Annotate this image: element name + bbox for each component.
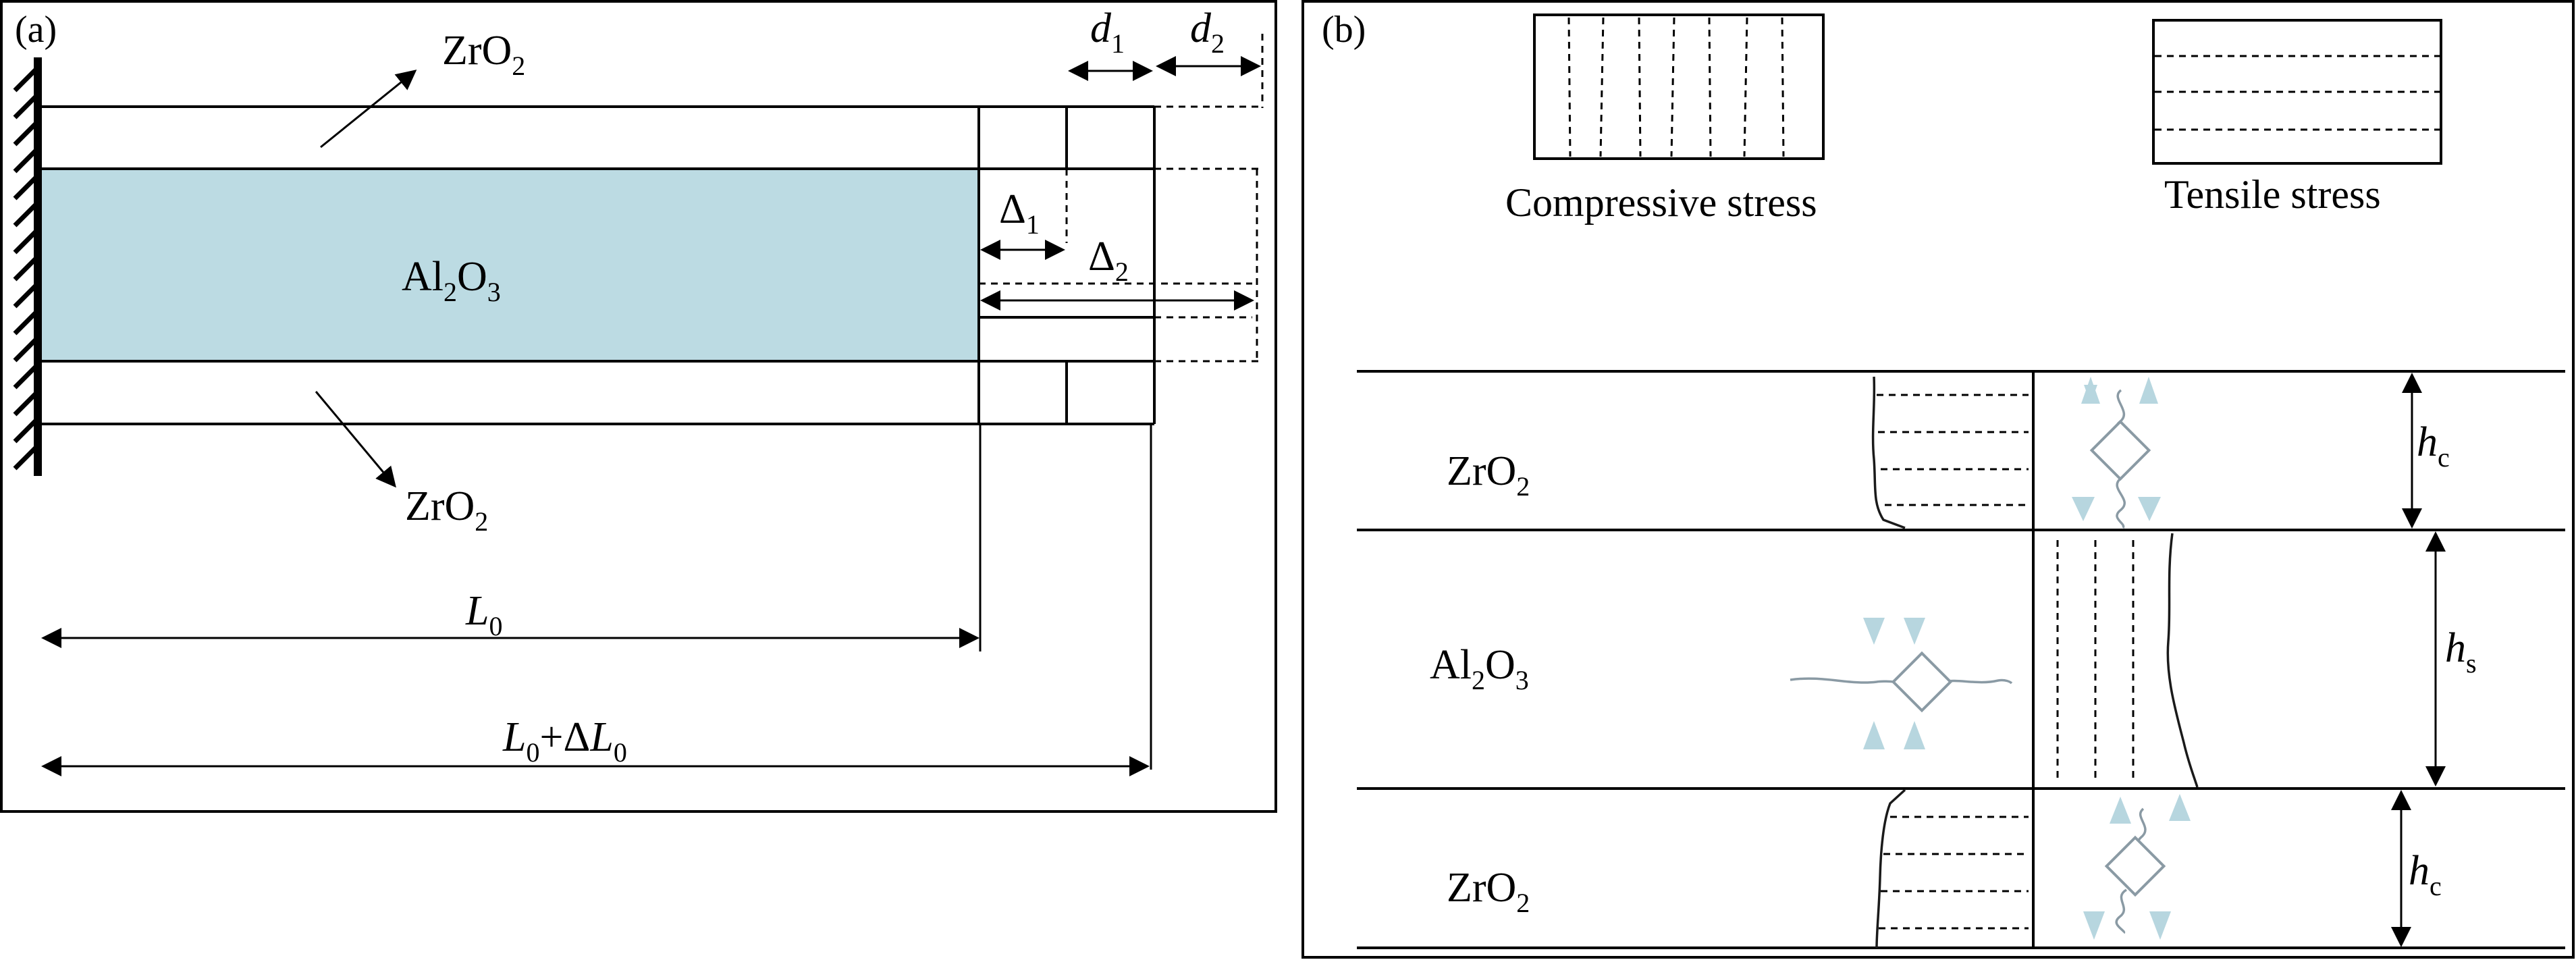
delta2-label: Δ2 — [1088, 234, 1129, 287]
panel-a-frame — [0, 0, 1277, 813]
panel-b: (b) Compressive stress Tensile stress — [1302, 0, 2575, 959]
zro2-top-pointer — [320, 70, 417, 149]
tensile-legend — [2152, 19, 2442, 165]
panel-b-frame — [1302, 0, 2575, 959]
b-al2o3-label: Al2O3 — [1430, 642, 1529, 695]
d2-label: d2 — [1190, 5, 1225, 59]
b-zro2-bottom-label: ZrO2 — [1447, 865, 1530, 918]
tensile-caption: Tensile stress — [2164, 172, 2381, 217]
d1-label: d1 — [1090, 5, 1125, 59]
panel-b-tag: (b) — [1322, 9, 1366, 51]
panel-a: (a) — [0, 0, 1277, 813]
l0-total-label: L0+ΔL0 — [502, 714, 627, 768]
hc-top-label: hc — [2417, 419, 2450, 473]
b-zro2-top-label: ZrO2 — [1447, 448, 1530, 502]
l0-label: L0 — [465, 588, 502, 641]
compressive-caption: Compressive stress — [1505, 180, 1817, 225]
compressive-legend — [1533, 14, 1825, 160]
crack-top-zro2 — [1871, 376, 1906, 529]
zro2-top-label: ZrO2 — [442, 28, 525, 81]
tensile-dashes-mid — [2056, 540, 2135, 783]
compressive-dashes-top — [1877, 394, 2029, 506]
al2o3-core — [39, 167, 980, 363]
crack-al2o3 — [2166, 533, 2199, 788]
compressive-dashes-bottom — [1879, 816, 2029, 930]
hs-label: hs — [2445, 625, 2477, 678]
hc-bottom-label: hc — [2409, 848, 2442, 901]
fixed-wall — [13, 57, 42, 476]
al2o3-label: Al2O3 — [402, 254, 501, 307]
zro2-bottom-label: ZrO2 — [405, 483, 488, 537]
microcrack-mid — [1790, 618, 2013, 749]
delta1-label: Δ1 — [999, 186, 1040, 240]
microcrack-bottom — [2083, 794, 2191, 940]
microcrack-top — [2072, 377, 2161, 529]
crack-bottom-zro2 — [1875, 789, 1906, 949]
panel-a-tag: (a) — [15, 9, 57, 51]
zro2-bottom-pointer — [315, 391, 396, 488]
